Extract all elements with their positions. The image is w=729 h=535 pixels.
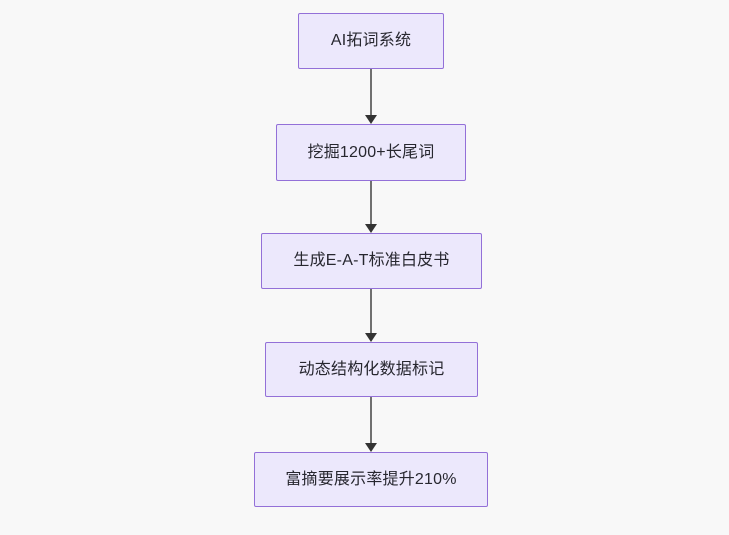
flow-node-node-1[interactable]: AI拓词系统 <box>298 13 444 69</box>
flow-edge <box>361 181 381 233</box>
edge-arrow-icon <box>365 289 377 342</box>
flow-node-label: 动态结构化数据标记 <box>298 360 445 378</box>
flow-edge <box>361 69 381 124</box>
edge-arrow-icon <box>365 397 377 452</box>
flow-node-node-4[interactable]: 动态结构化数据标记 <box>265 342 478 397</box>
flow-node-label: AI拓词系统 <box>330 32 412 50</box>
flow-edge <box>361 289 381 342</box>
edge-arrow-icon <box>365 181 377 233</box>
flow-node-label: 挖掘1200+长尾词 <box>307 143 435 161</box>
flow-node-label: 富摘要展示率提升210% <box>285 470 457 488</box>
flow-edge <box>361 397 381 452</box>
edge-arrow-icon <box>365 69 377 124</box>
flow-node-node-2[interactable]: 挖掘1200+长尾词 <box>276 124 466 181</box>
flow-node-node-5[interactable]: 富摘要展示率提升210% <box>254 452 488 507</box>
flow-node-label: 生成E-A-T标准白皮书 <box>293 252 450 270</box>
flow-node-node-3[interactable]: 生成E-A-T标准白皮书 <box>261 233 482 289</box>
